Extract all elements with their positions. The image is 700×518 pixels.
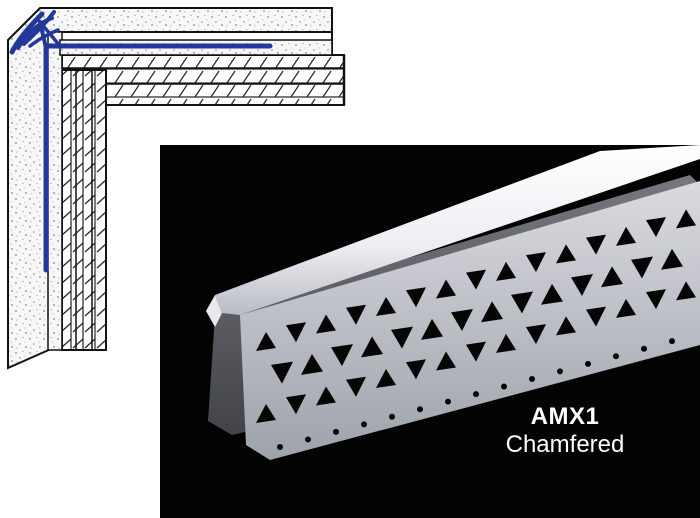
perforation-hole: [361, 336, 383, 358]
perforation-hole: [676, 209, 696, 229]
perforation-hole: [571, 274, 593, 297]
perforation-hole: [586, 306, 606, 327]
perforation-hole: [466, 269, 486, 290]
product-caption: AMX1 Chamfered: [500, 403, 630, 458]
perforation-hole: [496, 261, 516, 281]
perforation-hole: [526, 324, 546, 345]
perforation-hole: [286, 394, 306, 415]
perforation-hole: [316, 386, 336, 406]
perforation-hole: [646, 217, 666, 238]
perforation-hole: [646, 289, 666, 310]
perforation-hole: [346, 376, 366, 397]
nail-hole: [557, 368, 563, 375]
perforation-hole: [556, 316, 576, 336]
perforation-hole: [271, 361, 293, 384]
perforation-hole: [616, 226, 636, 246]
perforation-hole: [526, 252, 546, 273]
perforation-hole: [376, 296, 396, 316]
perforation-hole: [316, 314, 336, 334]
perforation-hole: [286, 322, 306, 343]
nail-hole: [389, 413, 395, 420]
perforation-hole: [481, 301, 503, 323]
perforation-hole: [661, 248, 683, 270]
perforation-hole: [436, 351, 456, 371]
nail-hole: [473, 391, 479, 398]
corner-bead-diagram: [7, 7, 346, 370]
perforation-hole: [631, 256, 653, 279]
perforation-hole: [346, 304, 366, 325]
perforation-hole: [376, 368, 396, 388]
nail-hole: [501, 383, 507, 390]
perforation-hole: [406, 287, 426, 308]
perforation-hole: [496, 333, 516, 353]
nail-hole: [333, 428, 339, 435]
nail-hole: [277, 444, 283, 450]
nail-hole: [669, 338, 675, 345]
perforation-hole: [601, 266, 623, 288]
perforation-hole: [541, 283, 563, 305]
perforation-hole: [676, 281, 696, 301]
perforation-hole: [436, 279, 456, 299]
perforation-hole: [301, 353, 323, 375]
product-name: Chamfered: [505, 430, 625, 458]
nail-hole: [585, 360, 591, 367]
perforation-hole: [451, 309, 473, 332]
nail-hole: [445, 398, 451, 405]
perforation-hole: [511, 291, 533, 314]
nail-hole: [417, 406, 423, 413]
product-code: AMX1: [530, 403, 600, 430]
perforation-pattern: [256, 209, 696, 450]
nail-hole: [529, 375, 535, 382]
corner-bead-profile: [9, 10, 273, 273]
perforation-hole: [391, 326, 413, 349]
nail-hole: [361, 421, 367, 428]
perforation-hole: [406, 359, 426, 380]
perforation-hole: [421, 318, 443, 340]
nail-hole: [641, 345, 647, 352]
bead-rendering: [206, 145, 700, 460]
perforation-hole: [586, 234, 606, 255]
perforation-hole: [616, 298, 636, 318]
perforation-hole: [256, 332, 276, 351]
perforation-hole: [466, 341, 486, 362]
perforation-hole: [256, 404, 276, 423]
perforation-hole: [331, 344, 353, 367]
nail-hole: [613, 353, 619, 360]
nail-hole: [305, 436, 311, 443]
perforation-hole: [556, 244, 576, 264]
product-photo: AMX1 Chamfered: [160, 145, 700, 518]
